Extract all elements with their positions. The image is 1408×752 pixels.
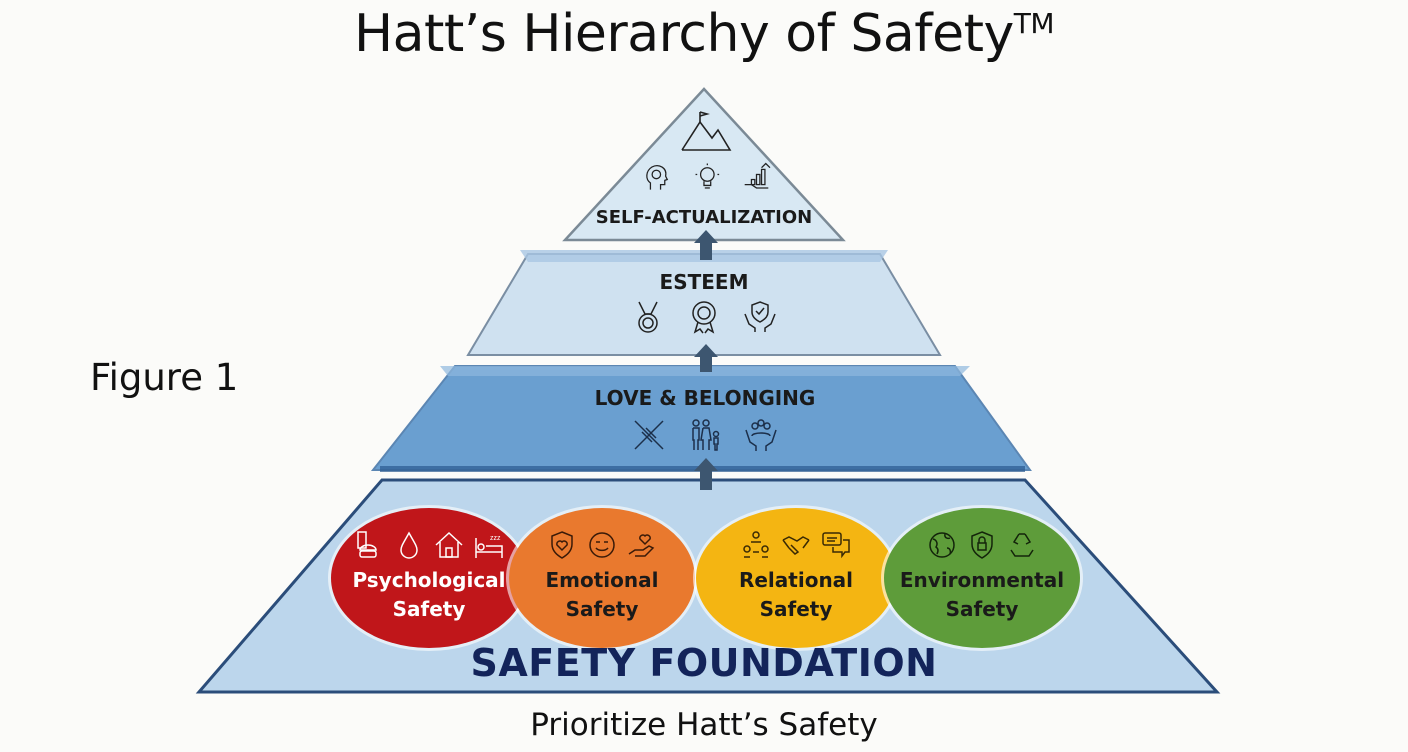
community-hands-icon [745,419,777,451]
pillar-label-line1: Relational [738,568,854,592]
growth-chart-hand-icon [745,162,771,189]
network-people-icon [743,531,769,558]
shield-hands-icon [744,301,776,332]
love-belonging-label: LOVE & BELONGING [594,386,816,410]
food-icon [357,531,377,558]
lock-shield-icon [971,531,993,559]
pillar-icons [547,530,657,560]
diagram-title: Hatt’s Hierarchy of SafetyTM [0,4,1408,64]
handshake-icon [782,536,810,555]
pillar-label-line1: Environmental [899,568,1065,592]
self-actualization-icons [680,110,732,157]
pillar-icons [741,530,851,560]
foundation-label: SAFETY FOUNDATION [470,641,938,685]
heart-hand-icon [628,534,655,557]
lightbulb-icon [695,163,719,189]
pillar-label-line2: Safety [945,597,1019,621]
title-text: Hatt’s Hierarchy of Safety [353,4,1014,64]
bed-icon: zzz [475,535,503,558]
esteem-icon-row [628,300,780,334]
medal-icon [638,301,658,333]
family-icon [692,419,720,451]
self-actualization-icon-row [642,160,772,194]
pillar-label-line2: Safety [392,597,466,621]
esteem-label: ESTEEM [659,270,749,294]
pillar-environmental-safety: Environmental Safety [884,508,1080,648]
svg-text:zzz: zzz [490,535,501,542]
chat-bubbles-icon [822,532,850,559]
arrow-icon [694,230,718,490]
recycle-icon [1010,533,1034,557]
pillar-label-line1: Emotional [545,568,659,592]
trademark-mark: TM [1013,7,1055,40]
pillar-relational-safety: Relational Safety [696,508,896,648]
head-brain-icon [646,165,669,190]
heart-shield-icon [551,531,573,559]
pillar-label: Emotional Safety [546,566,659,624]
pillar-label-line1: Psychological [352,568,506,592]
love-belonging-icon-row [620,418,790,452]
pillar-label-line2: Safety [565,597,639,621]
pillar-label: Relational Safety [739,566,853,624]
pillar-psychological-safety: zzz Psychological Safety [331,508,527,648]
self-actualization-label: SELF-ACTUALIZATION [595,207,813,228]
globe-icon [929,532,955,558]
caption: Prioritize Hatt’s Safety [530,707,878,743]
smile-icon [589,532,615,558]
pillar-label-line2: Safety [759,597,833,621]
water-drop-icon [400,531,418,559]
pillar-label: Psychological Safety [352,566,505,624]
pillar-icons: zzz [354,530,504,560]
pillar-emotional-safety: Emotional Safety [509,508,695,648]
joined-hands-icon [634,420,664,450]
pillar-label: Environmental Safety [900,566,1064,624]
figure-label: Figure 1 [90,356,239,399]
pillar-icons [927,530,1037,560]
mountain-flag-icon [681,111,732,151]
house-icon [435,531,463,558]
award-rosette-icon [692,301,716,334]
